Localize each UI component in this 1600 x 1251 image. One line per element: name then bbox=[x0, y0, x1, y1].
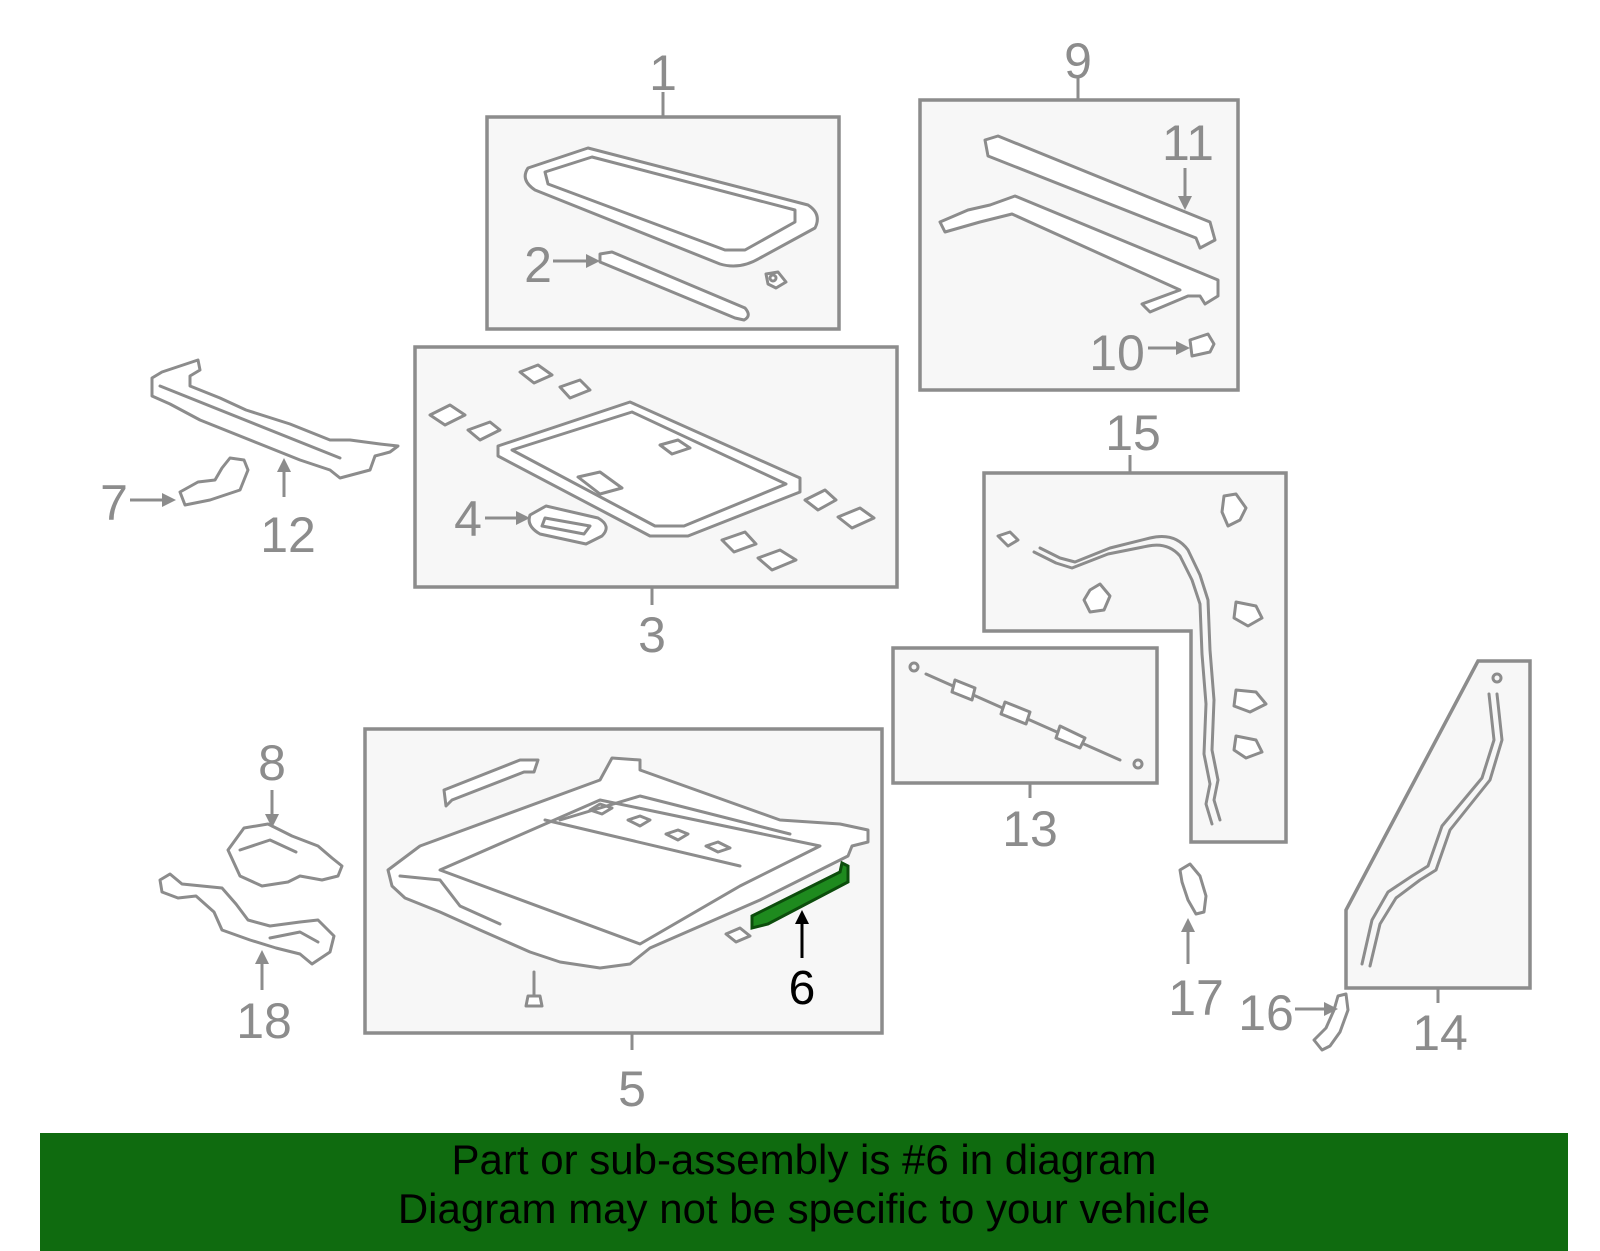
drain-hose-14 bbox=[1360, 672, 1504, 968]
group-sunshade: 3 4 bbox=[413, 345, 899, 663]
glass-bolt bbox=[764, 270, 788, 290]
sunroof-motor bbox=[226, 822, 344, 888]
callout-8[interactable]: 8 bbox=[258, 735, 286, 791]
info-banner: Part or sub-assembly is #6 in diagram Di… bbox=[40, 1133, 1568, 1251]
group-frame: 5 6 bbox=[363, 727, 884, 1117]
wind-deflector bbox=[983, 134, 1217, 250]
front-rail bbox=[938, 194, 1220, 314]
group-part-17: 17 bbox=[1168, 862, 1224, 1026]
drive-cable bbox=[908, 661, 1144, 770]
group-cable-13: 13 bbox=[891, 646, 1159, 857]
sunshade-handle bbox=[527, 504, 608, 546]
drain-hose-15 bbox=[996, 492, 1268, 826]
part-17-elbow bbox=[1178, 862, 1208, 916]
callout-7[interactable]: 7 bbox=[100, 475, 128, 531]
group-bracket-18: 18 bbox=[158, 872, 336, 1049]
callout-13[interactable]: 13 bbox=[1002, 801, 1058, 857]
banner-line-2: Diagram may not be specific to your vehi… bbox=[397, 1185, 1211, 1232]
callout-15[interactable]: 15 bbox=[1105, 405, 1161, 461]
sunshade-clips bbox=[428, 363, 876, 572]
clip-10 bbox=[1188, 332, 1216, 358]
part-16-elbow bbox=[1312, 992, 1350, 1052]
callout-16[interactable]: 16 bbox=[1238, 985, 1294, 1041]
frame-clip bbox=[724, 926, 752, 944]
part-6-highlight[interactable] bbox=[750, 860, 850, 930]
frame-trim-strip bbox=[442, 758, 540, 808]
group-part-16: 16 bbox=[1238, 985, 1350, 1052]
front-bracket bbox=[150, 358, 400, 480]
callout-14[interactable]: 14 bbox=[1412, 1005, 1468, 1061]
group-deflector: 9 11 10 bbox=[918, 33, 1240, 392]
motor-bracket bbox=[158, 872, 336, 966]
sunshade-panel bbox=[496, 400, 802, 538]
callout-3[interactable]: 3 bbox=[638, 607, 666, 663]
group-drain-14: 14 bbox=[1344, 659, 1532, 1061]
callout-2[interactable]: 2 bbox=[524, 237, 552, 293]
group-front-bracket: 12 7 bbox=[100, 358, 400, 563]
callout-17[interactable]: 17 bbox=[1168, 970, 1224, 1026]
callout-9[interactable]: 9 bbox=[1064, 33, 1092, 89]
callout-12[interactable]: 12 bbox=[260, 507, 316, 563]
callout-6[interactable]: 6 bbox=[789, 962, 816, 1015]
frame-bolt bbox=[524, 970, 544, 1008]
callout-11[interactable]: 11 bbox=[1162, 115, 1214, 171]
glass-panel bbox=[523, 146, 819, 268]
callout-4[interactable]: 4 bbox=[454, 491, 482, 547]
banner-line-1: Part or sub-assembly is #6 in diagram bbox=[451, 1136, 1157, 1183]
sunroof-frame bbox=[386, 756, 870, 970]
callout-18[interactable]: 18 bbox=[236, 993, 292, 1049]
group-motor-8: 8 bbox=[226, 735, 344, 888]
callout-5[interactable]: 5 bbox=[618, 1061, 646, 1117]
glass-seal bbox=[598, 250, 750, 322]
part-7-clip bbox=[178, 456, 250, 507]
callout-10[interactable]: 10 bbox=[1089, 325, 1145, 381]
group-glass-assembly: 1 2 bbox=[485, 45, 841, 331]
callout-1[interactable]: 1 bbox=[649, 45, 677, 101]
group-drain-15: 15 bbox=[982, 405, 1288, 844]
box-part-14 bbox=[1344, 659, 1532, 990]
